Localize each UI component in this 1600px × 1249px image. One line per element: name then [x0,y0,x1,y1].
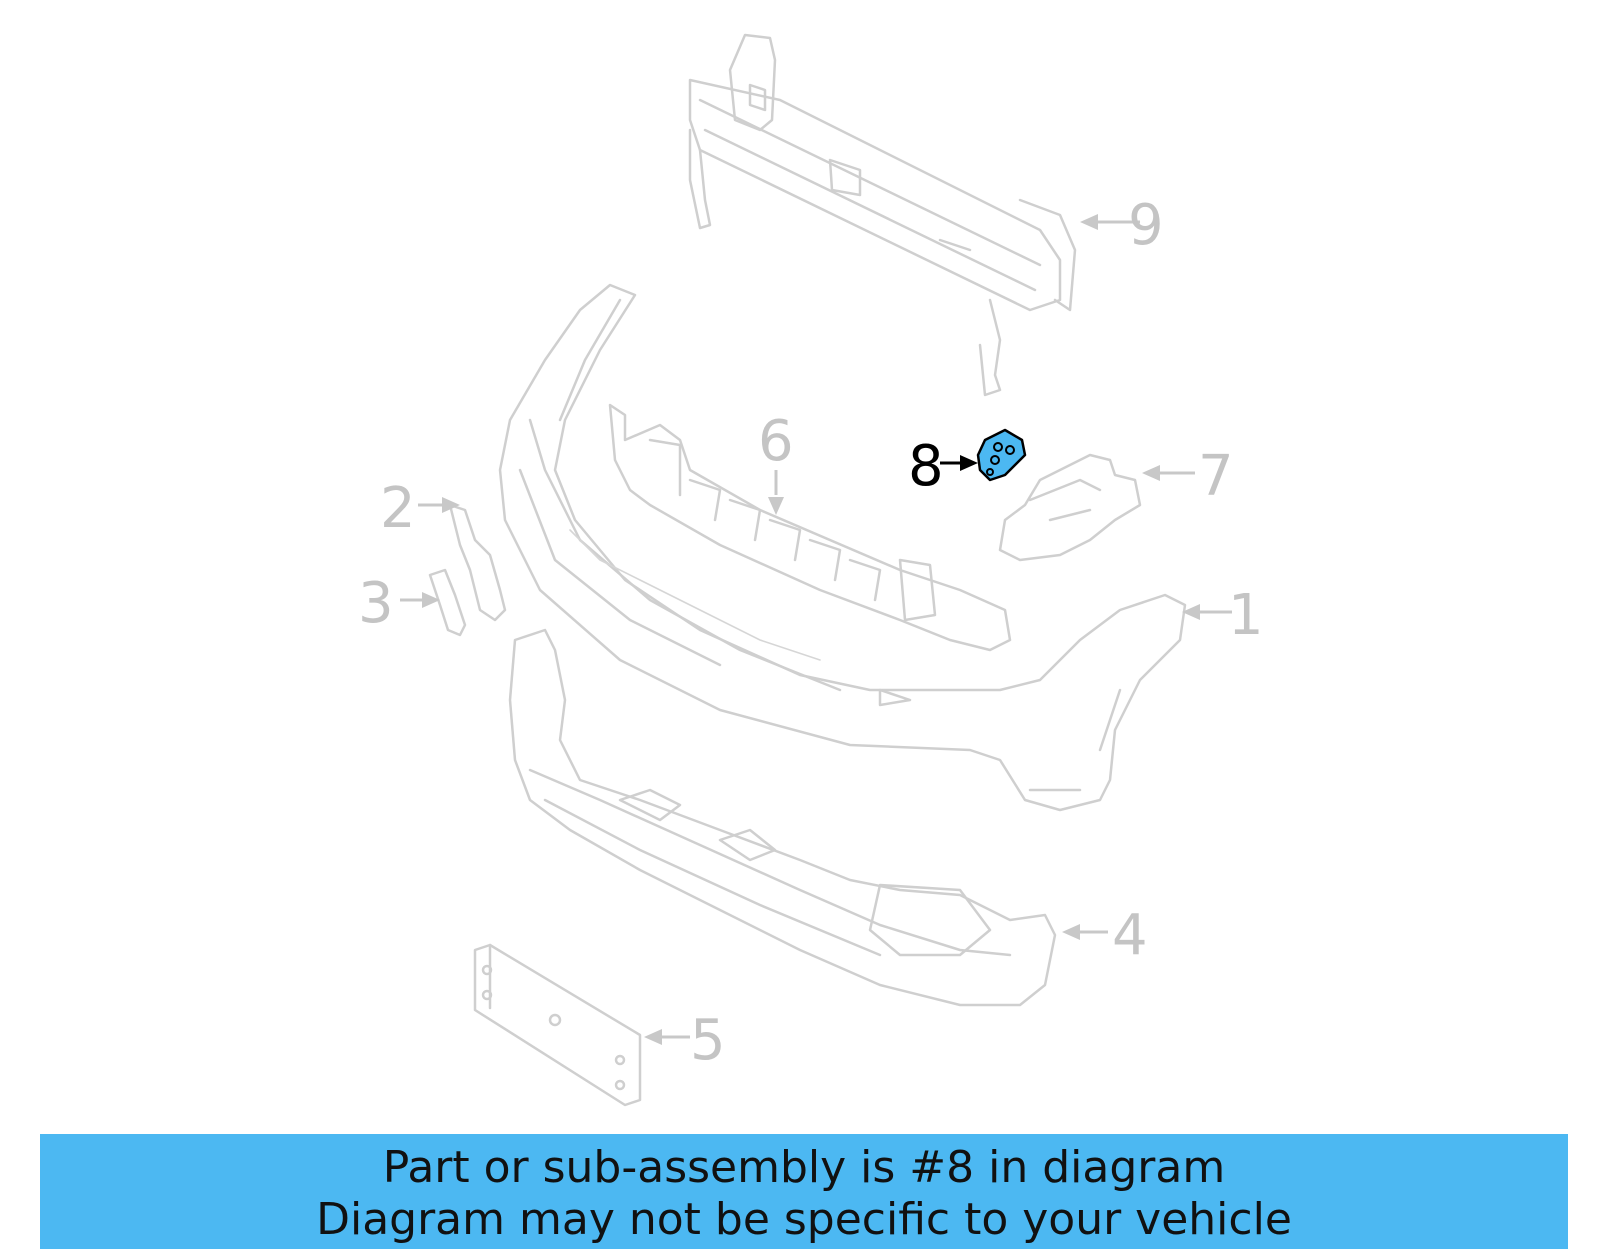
callout-3-label: 3 [358,571,394,636]
callout-5-label: 5 [690,1008,726,1073]
part-4-lower-spoiler [508,628,1057,1007]
callout-6-label: 6 [758,409,794,474]
part-6-energy-absorber [608,403,1012,652]
callout-7: 7 [1142,444,1234,509]
callout-9-label: 9 [1128,193,1164,258]
part-3-bracket [428,568,467,637]
part-2-bracket [448,503,507,622]
callout-4-label: 4 [1112,903,1148,968]
callout-8[interactable]: 8 [908,434,978,499]
callout-1-label: 1 [1228,583,1264,648]
callout-4: 4 [1062,903,1148,968]
callout-3: 3 [358,571,440,636]
part-1-bumper-cover [498,283,1187,812]
part-8-shape [976,428,1027,482]
banner-line-1: Part or sub-assembly is #8 in diagram [382,1142,1226,1193]
callout-2: 2 [380,476,460,541]
banner-line-2: Diagram may not be specific to your vehi… [316,1194,1292,1245]
part-7-side-bracket [998,453,1142,562]
callout-2-label: 2 [380,476,416,541]
part-9-upper-reinforcement [688,33,1077,397]
part-5-license-plate-bracket [473,943,642,1107]
callout-5: 5 [644,1008,726,1073]
callout-1: 1 [1182,583,1264,648]
part-8-highlighted[interactable] [976,428,1027,482]
callout-8-label: 8 [908,434,944,499]
callout-6: 6 [758,409,794,515]
info-banner: Part or sub-assembly is #8 in diagram Di… [40,1134,1568,1249]
callout-7-label: 7 [1198,444,1234,509]
callout-9: 9 [1080,193,1164,258]
